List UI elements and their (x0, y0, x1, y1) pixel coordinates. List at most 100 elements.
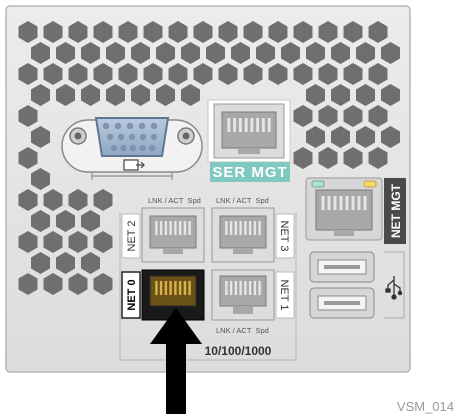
vent-hole (43, 273, 63, 295)
vent-hole (18, 189, 38, 211)
vent-hole (356, 84, 375, 106)
vent-hole (93, 189, 113, 211)
vent-hole (81, 84, 100, 106)
rj45-contact (333, 196, 337, 210)
rj45-contact (183, 221, 187, 235)
vent-hole (306, 126, 325, 148)
rj45-contact (363, 196, 367, 210)
vent-hole (43, 231, 63, 253)
ser-mgt-label-bg (210, 162, 290, 182)
rj45-contact (164, 281, 168, 295)
rj45-contact (248, 281, 252, 295)
vga-pin (102, 122, 110, 130)
vent-hole (43, 189, 63, 211)
arrow-up-icon (150, 308, 202, 414)
net0-label-bg (121, 271, 141, 319)
usb-port-1 (309, 251, 375, 283)
figure-id: VSM_014 (396, 399, 454, 414)
rj45-contact (351, 196, 355, 210)
vent-hole (168, 63, 188, 85)
vga-pin (126, 122, 134, 130)
usb-icon (385, 276, 403, 300)
rj45-contact (178, 221, 182, 235)
vent-hole (331, 42, 350, 64)
net2-port (141, 207, 205, 263)
vent-hole (231, 42, 250, 64)
net0-port-highlighted (141, 269, 205, 321)
net1-label: NET 1 (278, 280, 290, 311)
net-mgt-label-bg (384, 178, 406, 244)
vent-hole (193, 63, 213, 85)
vent-hole (106, 42, 125, 64)
ser-mgt-label: SER MGT (212, 164, 287, 181)
vent-hole (306, 84, 325, 106)
rj45-contact (339, 196, 343, 210)
net1-label-bg (275, 271, 295, 319)
rj45-contact (183, 281, 187, 295)
vent-hole (93, 231, 113, 253)
vent-hole (81, 42, 100, 64)
vent-hole (131, 84, 150, 106)
rj45-contact (253, 281, 257, 295)
vent-hole (256, 42, 275, 64)
net0-label: NET 0 (126, 279, 138, 310)
rj45-contact (239, 281, 242, 295)
vent-hole (268, 63, 288, 85)
rj45-contact (155, 281, 158, 295)
rj45-contact (345, 196, 349, 210)
usb-bracket (384, 251, 405, 319)
rj45-contact (239, 221, 242, 235)
vent-hole (131, 42, 150, 64)
rj45-contact (234, 221, 238, 235)
vent-hole (31, 126, 50, 148)
vga-pin (150, 133, 158, 141)
net1-port (211, 269, 275, 321)
net3-port (211, 207, 275, 263)
vent-hole (143, 21, 163, 43)
vent-hole (68, 189, 88, 211)
vent-hole (156, 42, 175, 64)
rj45-contact (258, 281, 261, 295)
activity-led-amber (363, 180, 377, 188)
monitor-output-icon (123, 159, 145, 171)
vent-hole (381, 126, 400, 148)
rj45-contact (155, 221, 158, 235)
ser-mgt-port (207, 99, 291, 163)
rj45-contact (244, 281, 247, 295)
vent-hole (268, 21, 288, 43)
rj45-contact (250, 118, 254, 132)
vent-hole (81, 210, 100, 232)
vent-hole (18, 273, 38, 295)
vent-hole (243, 21, 263, 43)
vent-hole (81, 252, 100, 274)
rj45-contact (244, 221, 247, 235)
vent-hole (356, 42, 375, 64)
vent-hole (331, 84, 350, 106)
vent-hole (93, 273, 113, 295)
rj45-contact (225, 281, 228, 295)
rj45-contact (256, 118, 260, 132)
vent-hole (331, 126, 350, 148)
vent-hole (118, 63, 138, 85)
vent-hole (293, 63, 313, 85)
vent-hole (143, 63, 163, 85)
rj45-contact (327, 196, 331, 210)
vga-pin (117, 133, 125, 141)
rj45-contact (188, 221, 191, 235)
rj45-contact (174, 221, 177, 235)
rj45-contact (188, 281, 191, 295)
vent-hole (31, 210, 50, 232)
vga-pin (139, 133, 147, 141)
rj45-contact (174, 281, 177, 295)
vent-hole (293, 105, 313, 127)
net2-label: NET 2 (126, 221, 138, 252)
vent-hole (93, 21, 113, 43)
vent-hole (181, 84, 200, 106)
vga-pin (106, 133, 114, 141)
vga-pin (110, 144, 118, 152)
rj45-contact (229, 221, 233, 235)
vent-hole (18, 147, 38, 169)
rj45-contact (234, 281, 238, 295)
vent-hole (381, 84, 400, 106)
